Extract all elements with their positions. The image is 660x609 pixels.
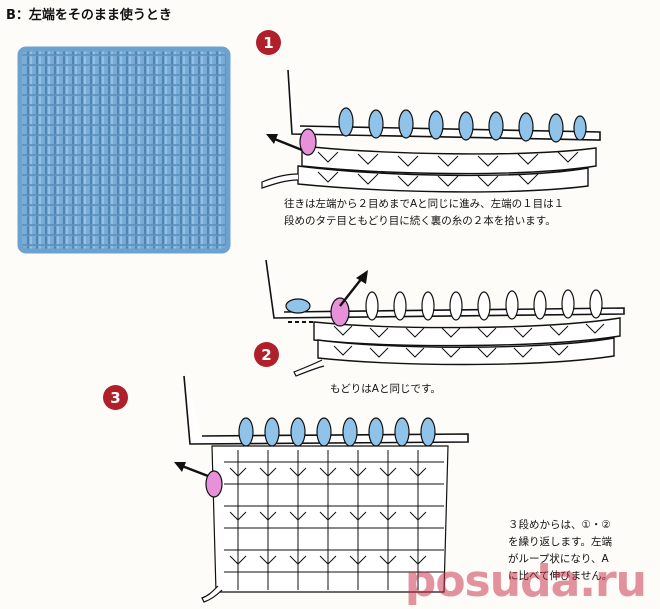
caption-line: に比べて伸びません。 [508, 570, 613, 582]
watermark: posuda.ru [404, 556, 647, 607]
step-2-badge: 2 [254, 342, 279, 367]
step-2-caption: もどりはAと同じです。 [330, 381, 441, 398]
caption-line: ３段めからは、①・② [508, 519, 611, 531]
step-3-badge: 3 [103, 385, 128, 410]
caption-line: がループ状になり、A [508, 553, 609, 565]
step-3-caption: ３段めからは、①・② を繰り返します。左端 がループ状になり、A に比べて伸びま… [508, 517, 612, 585]
caption-line: 往きは左端から２目めまでAと同じに進み、左端の１目は１ [284, 198, 565, 210]
step-1-badge: 1 [256, 30, 281, 55]
caption-line: を繰り返します。左端 [508, 536, 612, 548]
step-1-illustration [261, 69, 601, 193]
step-3-illustration [174, 375, 469, 603]
section-heading: B：左端をそのまま使うとき [6, 8, 172, 23]
step-2-illustration [265, 259, 625, 377]
knitted-swatch-image [17, 46, 231, 254]
step-1-caption: 往きは左端から２目めまでAと同じに進み、左端の１目は１ 段めのタテ目ともどり目に… [284, 196, 564, 230]
caption-line: もどりはAと同じです。 [330, 383, 441, 395]
caption-line: 段めのタテ目ともどり目に続く裏の糸の２本を拾います。 [284, 215, 556, 227]
